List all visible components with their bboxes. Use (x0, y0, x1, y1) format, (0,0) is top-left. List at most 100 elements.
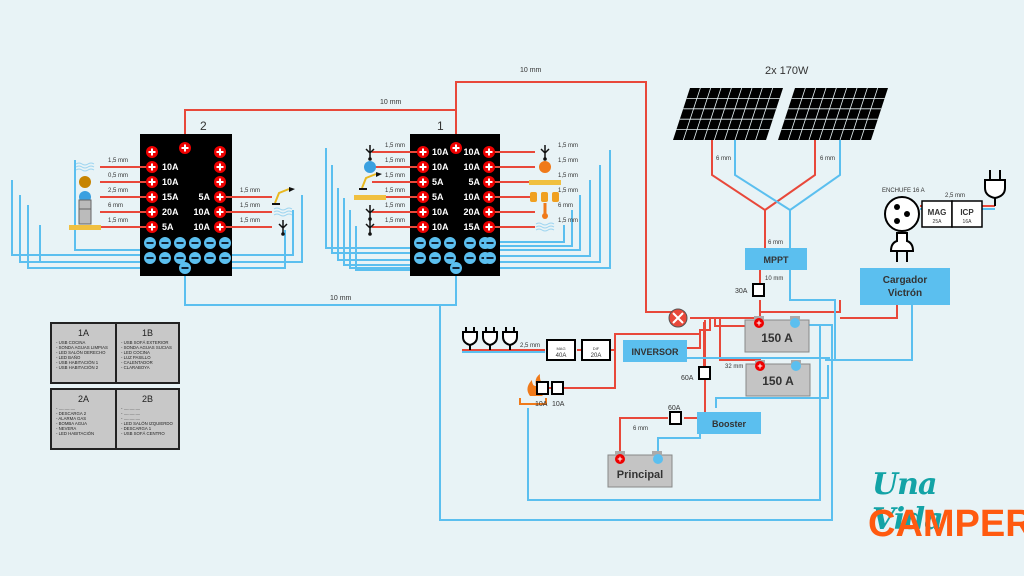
negative-wires (11, 140, 995, 521)
legend-2b: 2B - ..............- ..............- ...… (115, 390, 178, 448)
fuse-rating: 5A (198, 192, 210, 202)
legend-item: - DESCARGA 2 (56, 411, 87, 416)
fuse-rating: 10A (162, 177, 179, 187)
positive-terminal-icon (214, 176, 226, 188)
negative-terminal-icon (464, 252, 476, 264)
inverter[interactable]: INVERSOR (623, 340, 687, 362)
mppt-label: MPPT (763, 255, 789, 265)
negative-terminal-icon (219, 252, 231, 264)
water-tank-icon (75, 162, 95, 172)
fuse-rating: 20A (463, 207, 480, 217)
wire-gauge-label: 0,5 mm (108, 173, 128, 179)
fuse-rating: 15A (463, 222, 480, 232)
legend-2a: 2A - ..............- DESCARGA 2- ALARMA … (52, 390, 115, 448)
fuse-rating: 5A (432, 177, 444, 187)
mppt-controller[interactable]: MPPT (745, 248, 807, 270)
fuse-house (698, 366, 711, 380)
wire-ground-link (184, 268, 457, 306)
usb-icon (365, 220, 375, 236)
negative-terminal-icon (174, 237, 186, 249)
lamp-icon (272, 187, 295, 205)
solar-panel-icon (778, 88, 888, 140)
usb-icon (540, 145, 550, 161)
fuse-booster (669, 411, 682, 425)
negative-terminal-icon (144, 237, 156, 249)
fuse-mppt (752, 283, 765, 297)
fridge-icon (78, 199, 92, 225)
positive-terminal-icon (417, 161, 429, 173)
legend-item: - NEVERA (56, 426, 77, 431)
legend-table-2: 2A - ..............- DESCARGA 2- ALARMA … (50, 388, 180, 450)
booster[interactable]: Booster (697, 412, 761, 434)
socket-label: ENCHUFE 16 A (882, 188, 925, 194)
logo-line-2: CAMPER (868, 503, 1024, 545)
icp-label: ICP (960, 208, 974, 217)
wire-label-inverter-out: 2,5 mm (520, 343, 540, 349)
logo-line-1: Una Vida (872, 467, 944, 537)
positive-terminal-icon (417, 146, 429, 158)
battery-switch[interactable] (668, 308, 688, 328)
outlet-plug-icon (502, 327, 518, 350)
socket-icon (884, 196, 920, 232)
positive-terminal-icon (146, 191, 158, 203)
legend-item: - DESCARGA 1 (121, 426, 152, 431)
fuse-rating: 20A (162, 207, 179, 217)
battery-house-2: + 150 A (745, 360, 811, 397)
inverter-label: INVERSOR (631, 347, 679, 357)
positive-terminal-icon (483, 146, 495, 158)
wire-gauge-label: 1,5 mm (558, 188, 578, 194)
wire-label-panels-right: 6 mm (820, 156, 835, 162)
wire-gauge-label: 1,5 mm (558, 158, 578, 164)
fuse-heater-1 (536, 381, 549, 395)
charger-victron[interactable]: Cargador Victrón (860, 268, 950, 305)
solar-panel-icon (673, 88, 783, 140)
svg-text:+: + (617, 454, 622, 464)
wire-gauge-label: 1,5 mm (385, 143, 405, 149)
battery-principal-label: Principal (617, 469, 663, 481)
led-strip-icon (354, 195, 386, 200)
fuse-rating: 10A (463, 147, 480, 157)
positive-terminal-icon (146, 206, 158, 218)
positive-terminal-icon (214, 161, 226, 173)
legend-1a-title: 1A (77, 328, 89, 338)
legend-item: - LED BAÑO (56, 355, 81, 360)
wire-gauge-label: 1,5 mm (240, 218, 260, 224)
negative-terminal-icon (179, 262, 191, 274)
wire-label-booster: 6 mm (633, 426, 648, 432)
inverter-dif-breaker (581, 339, 611, 361)
legend-2b-title: 2B (141, 394, 153, 404)
wire-label-panels: 6 mm (716, 156, 731, 162)
inverter-dif-value: 20A (591, 353, 602, 359)
negative-terminal-icon (219, 237, 231, 249)
svg-text:+: + (756, 318, 761, 328)
legend-item: - LUZ PASILLO (121, 355, 151, 360)
legend-2a-title: 2A (77, 394, 89, 404)
usb-icon (365, 145, 375, 161)
positive-terminal-icon (179, 142, 191, 154)
legend-item: - USB COCINA (56, 340, 86, 345)
positive-terminal-icon (214, 206, 226, 218)
legend-item: - SONDA AGUAS LIMPIAS (56, 345, 108, 350)
inverter-dif-label: DIF (593, 346, 600, 351)
negative-terminal-icon (174, 252, 186, 264)
negative-terminal-icon (189, 252, 201, 264)
water-pump-icon (79, 176, 91, 188)
water-tank-icon (273, 207, 293, 217)
negative-terminal-icon (414, 237, 426, 249)
water-drop-icon (364, 161, 376, 173)
svg-text:+: + (757, 361, 762, 371)
fuse-rating: 10A (193, 222, 210, 232)
negative-terminal-icon (189, 237, 201, 249)
outlet-plug-icon (482, 327, 498, 350)
positive-terminal-icon (483, 161, 495, 173)
negative-terminal-icon (429, 237, 441, 249)
wire-label-main: 10 mm (520, 67, 542, 74)
wire-label-shore: 2,5 mm (945, 193, 965, 199)
negative-terminal-icon (159, 252, 171, 264)
positive-terminal-icon (146, 176, 158, 188)
legend-item: - LED HABITACIÓN (56, 431, 95, 436)
fuse-heater-2 (551, 381, 564, 395)
fuse-heater-1-label: 10A (535, 401, 548, 408)
